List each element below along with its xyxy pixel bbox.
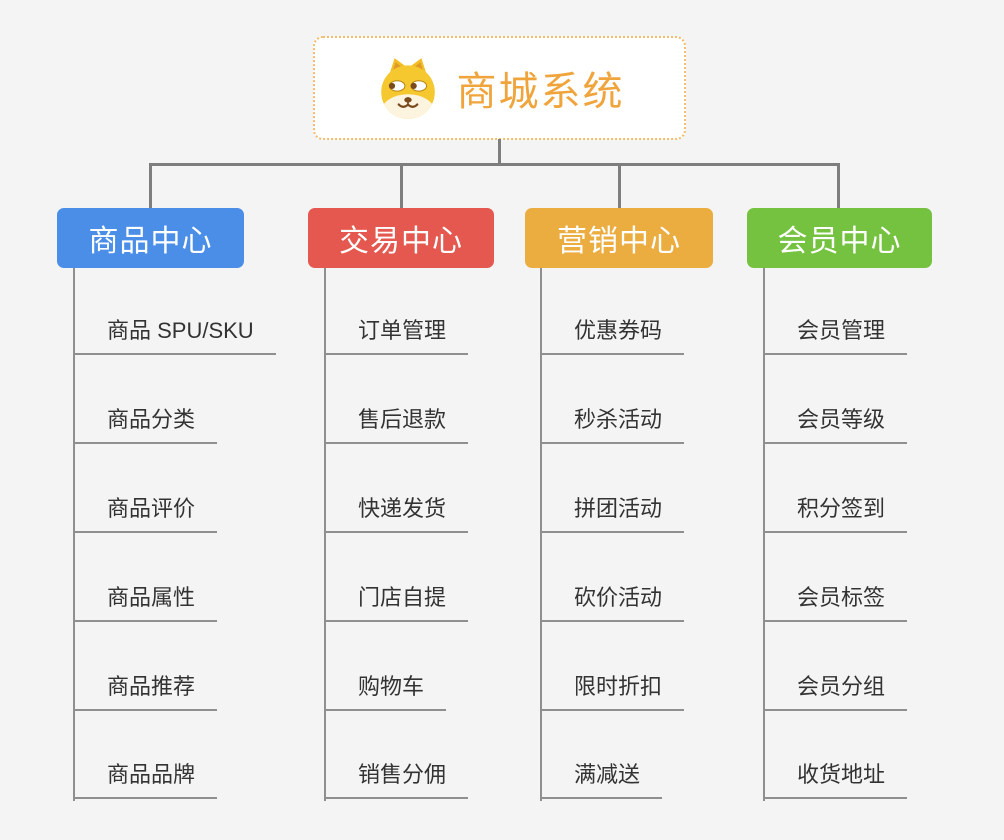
root-title: 商城系统 (456, 70, 625, 114)
leaf-item[interactable]: 商品分类 (73, 406, 218, 444)
branch-member-center[interactable]: 会员中心 (747, 208, 932, 268)
trunk-line (540, 268, 542, 801)
leaf-item[interactable]: 会员等级 (763, 406, 908, 444)
connector-root-stem (498, 139, 501, 165)
leaf-item[interactable]: 订单管理 (324, 317, 469, 355)
leaf-item[interactable]: 商品 SPU/SKU (73, 317, 276, 355)
leaf-item[interactable]: 秒杀活动 (540, 406, 685, 444)
leaf-item[interactable]: 快递发货 (324, 495, 469, 533)
leaf-item[interactable]: 会员标签 (763, 584, 908, 622)
connector-drop-trade (400, 164, 403, 209)
leaf-item[interactable]: 优惠券码 (540, 317, 685, 355)
leaf-item[interactable]: 拼团活动 (540, 495, 685, 533)
column-product: 商品 SPU/SKU 商品分类 商品评价 商品属性 商品推荐 商品品牌 (73, 0, 276, 840)
connector-horizontal (149, 163, 840, 166)
dog-face-icon (380, 58, 435, 119)
leaf-item[interactable]: 销售分佣 (324, 761, 469, 799)
leaf-item[interactable]: 商品评价 (73, 495, 218, 533)
leaf-item[interactable]: 商品属性 (73, 584, 218, 622)
column-member: 会员管理 会员等级 积分签到 会员标签 会员分组 收货地址 (763, 0, 908, 840)
root-topic[interactable]: 商城系统 (313, 36, 686, 140)
leaf-item[interactable]: 商品推荐 (73, 673, 218, 711)
connector-drop-product (149, 164, 152, 209)
branch-trade-center[interactable]: 交易中心 (308, 208, 494, 268)
column-marketing: 优惠券码 秒杀活动 拼团活动 砍价活动 限时折扣 满减送 (540, 0, 685, 840)
trunk-line (73, 268, 75, 801)
column-trade: 订单管理 售后退款 快递发货 门店自提 购物车 销售分佣 (324, 0, 469, 840)
connector-drop-marketing (618, 164, 621, 209)
leaf-item[interactable]: 会员管理 (763, 317, 908, 355)
trunk-line (324, 268, 326, 801)
branch-product-center[interactable]: 商品中心 (57, 208, 244, 268)
leaf-item[interactable]: 购物车 (324, 673, 447, 711)
leaf-item[interactable]: 门店自提 (324, 584, 469, 622)
leaf-item[interactable]: 限时折扣 (540, 673, 685, 711)
leaf-item[interactable]: 满减送 (540, 761, 663, 799)
leaf-item[interactable]: 售后退款 (324, 406, 469, 444)
trunk-line (763, 268, 765, 801)
leaf-item[interactable]: 会员分组 (763, 673, 908, 711)
connector-drop-member (837, 164, 840, 209)
branch-marketing-center[interactable]: 营销中心 (525, 208, 713, 268)
leaf-item[interactable]: 砍价活动 (540, 584, 685, 622)
leaf-item[interactable]: 商品品牌 (73, 761, 218, 799)
leaf-item[interactable]: 积分签到 (763, 495, 908, 533)
leaf-item[interactable]: 收货地址 (763, 761, 908, 799)
